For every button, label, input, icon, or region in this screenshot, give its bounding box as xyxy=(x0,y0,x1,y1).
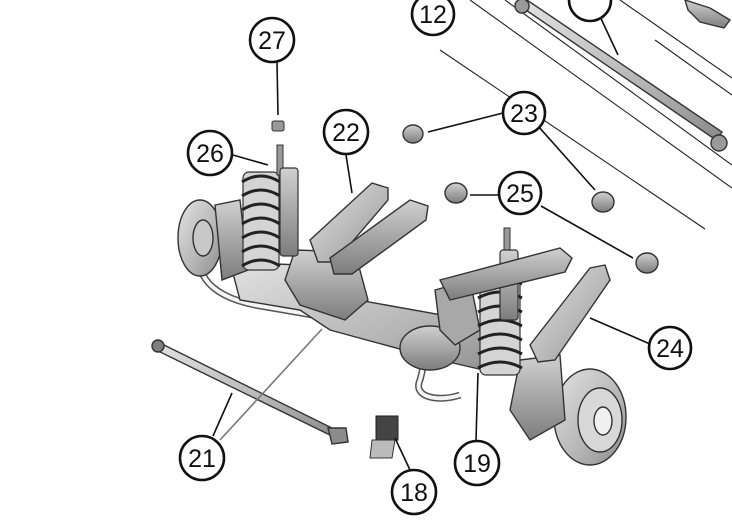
callout-21: 21 xyxy=(178,434,226,482)
callout-19: 19 xyxy=(453,439,501,487)
small-parts xyxy=(271,120,399,459)
part-27-nut xyxy=(271,120,285,132)
callout-circle xyxy=(501,90,547,136)
leader-23b xyxy=(537,125,596,191)
track-bar-guide-1 xyxy=(469,0,732,189)
callout-label: 23 xyxy=(510,100,538,128)
leader-18 xyxy=(394,437,411,471)
lower-link-end-left xyxy=(151,339,165,353)
callout-25: 25 xyxy=(497,170,543,216)
leader-24 xyxy=(589,317,651,345)
callout-label: 22 xyxy=(332,119,360,147)
right-upper-arm xyxy=(438,247,573,301)
leader-26 xyxy=(232,154,269,166)
leader-21a xyxy=(212,392,233,437)
callout-circle xyxy=(248,16,296,64)
axle-housing xyxy=(229,249,521,376)
callout-12: 12 xyxy=(410,0,456,37)
part-18-bracket xyxy=(369,439,396,459)
callout-27: 27 xyxy=(248,16,296,64)
track-bar-end-bushing xyxy=(710,134,728,152)
leader-27 xyxy=(276,61,279,116)
callouts: 12 27 26 22 23 25 24 21 19 18 xyxy=(178,0,693,516)
callout-label: 21 xyxy=(188,445,216,473)
callout-label: 24 xyxy=(656,335,684,363)
bushing-23-lower xyxy=(591,191,615,213)
callout-26: 26 xyxy=(186,129,234,177)
right-hub-center xyxy=(593,406,613,436)
upper-control-arms xyxy=(309,182,429,275)
left-shock xyxy=(276,144,299,257)
track-bar-bracket xyxy=(684,0,732,29)
callout-circle xyxy=(178,434,226,482)
bushing-23-upper xyxy=(402,124,424,144)
right-wheel-hub xyxy=(509,354,627,466)
callout-18: 18 xyxy=(390,468,438,516)
callout-23: 23 xyxy=(501,90,547,136)
callout-circle xyxy=(410,0,456,37)
bushings xyxy=(402,124,659,274)
upper-arm-2 xyxy=(329,199,429,275)
track-bar-guide-4 xyxy=(654,39,732,96)
left-rotor-inner xyxy=(192,219,214,257)
left-shock-body xyxy=(279,167,299,257)
lower-link-21 xyxy=(151,339,349,445)
leader-23a xyxy=(427,112,504,133)
callout-circle xyxy=(497,170,543,216)
track-bar-guide-5 xyxy=(619,0,732,79)
track-bar-guide-3 xyxy=(439,49,706,230)
callout-label: 25 xyxy=(506,180,534,208)
leader-lines xyxy=(212,9,651,471)
upper-arm-1 xyxy=(309,182,389,263)
part-18-clamp xyxy=(375,415,399,441)
callout-partial xyxy=(567,0,613,23)
callout-circle xyxy=(647,325,693,371)
leader-19 xyxy=(475,372,479,441)
leader-22 xyxy=(345,154,353,194)
left-coil-spring xyxy=(241,171,281,271)
track-bar xyxy=(518,0,724,141)
callout-label: 19 xyxy=(463,450,491,478)
bushing-25-upper xyxy=(444,182,468,204)
callout-circle xyxy=(567,0,613,23)
callout-label: 12 xyxy=(419,1,447,29)
callout-circle xyxy=(453,439,501,487)
lower-link-rod xyxy=(155,342,342,439)
callout-label: 26 xyxy=(196,140,224,168)
leader-25b xyxy=(540,205,634,259)
lower-link-end-right xyxy=(327,427,349,445)
callout-label: 18 xyxy=(400,479,428,507)
callout-label: 27 xyxy=(258,27,286,55)
callout-circle xyxy=(322,108,370,156)
leader-21b xyxy=(219,328,323,441)
left-spring-body xyxy=(242,171,280,271)
track-bar-start-bushing xyxy=(514,0,530,14)
callout-circle xyxy=(390,468,438,516)
track-bar-assembly xyxy=(439,0,732,230)
right-control-arms xyxy=(438,247,611,363)
callout-24: 24 xyxy=(647,325,693,371)
bushing-25-lower xyxy=(635,252,659,274)
track-bar-guide-2 xyxy=(504,0,732,166)
callout-22: 22 xyxy=(322,108,370,156)
right-axle-housing xyxy=(399,325,461,371)
callout-circle xyxy=(186,129,234,177)
right-lower-arm xyxy=(529,264,611,363)
left-wheel-hub xyxy=(177,199,249,281)
